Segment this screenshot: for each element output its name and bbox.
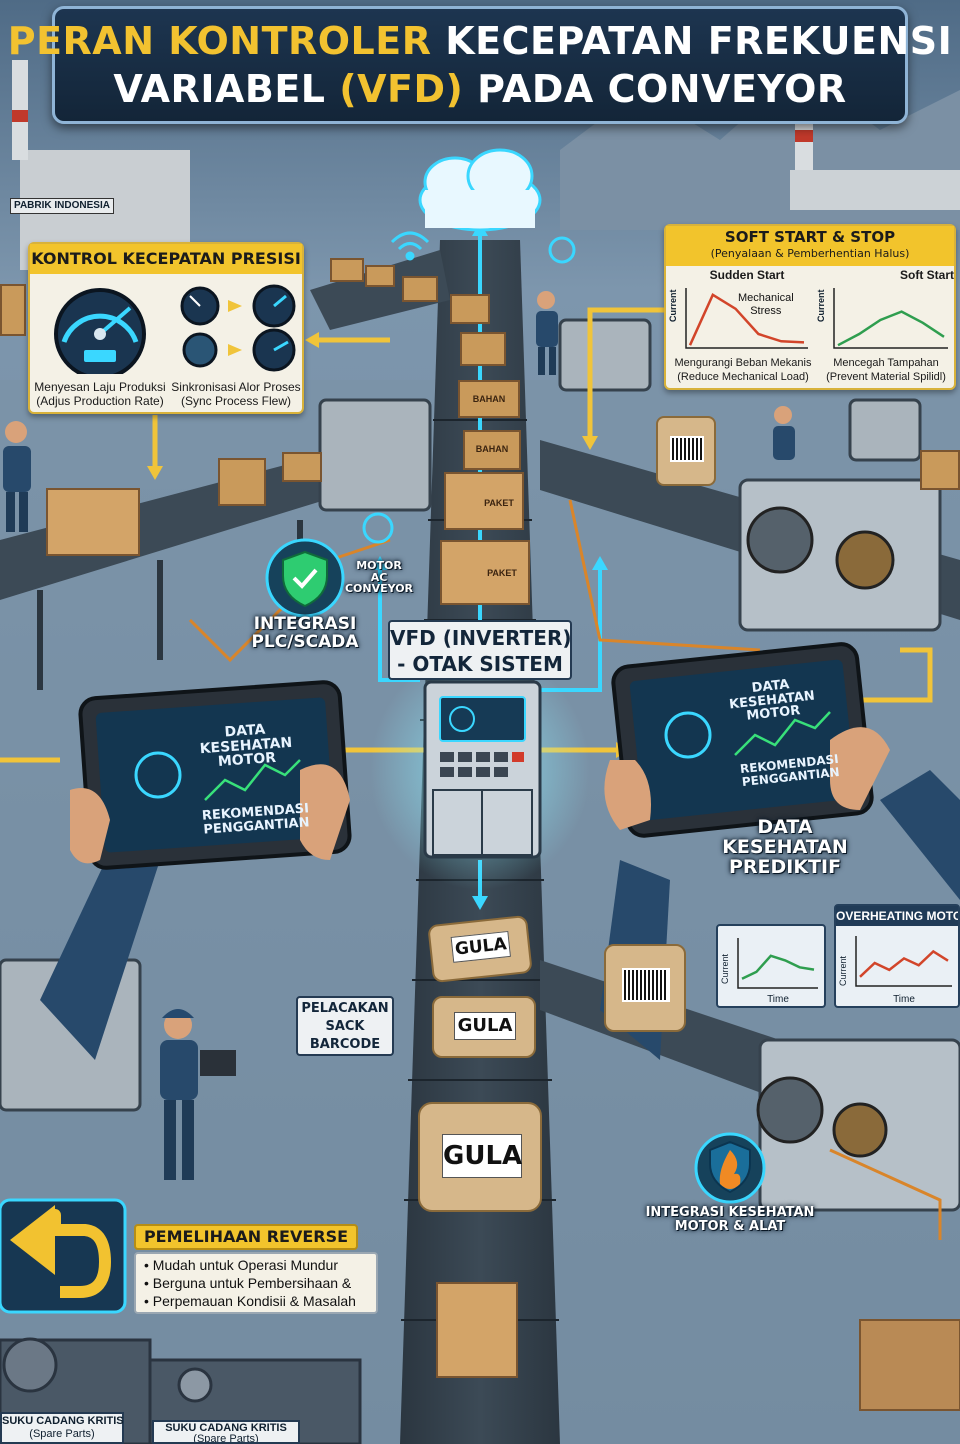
- cardboard-box: [218, 458, 266, 506]
- soft-start-panel: SOFT START & STOP (Penyalaan & Pemberhen…: [664, 224, 956, 390]
- overheating-title: OVERHEATING MOTOR: [836, 906, 958, 926]
- overheating-chart: OVERHEATING MOTOR Current Time: [834, 904, 960, 1008]
- barcode-tracking-label: PELACAKAN SACK BARCODE: [296, 996, 394, 1056]
- cardboard-box: PAKET: [440, 540, 530, 605]
- reverse-arrow-icon: [0, 1198, 127, 1314]
- sugar-sack: GULA: [427, 914, 533, 984]
- sugar-sack: GULA: [418, 1102, 542, 1212]
- barcode-sack: [656, 416, 716, 486]
- overheating-plot: [855, 936, 952, 987]
- sugar-sack: GULA: [432, 996, 536, 1058]
- cardboard-box: [920, 450, 960, 490]
- title-line-2: VARIABEL (VFD) PADA CONVEYOR: [113, 67, 847, 111]
- shield-check-icon: [265, 538, 345, 618]
- spare-parts-label: SUKU CADANG KRITIS (Spare Parts): [152, 1420, 300, 1444]
- vfd-inverter-cabinet: [423, 680, 542, 859]
- sudden-start-title: Sudden Start: [709, 268, 785, 282]
- cardboard-box: [450, 294, 490, 324]
- current-time-chart: Current Time: [716, 924, 826, 1008]
- chart-axes: [737, 938, 818, 989]
- reverse-item: Mudah untuk Operasi Mundur: [144, 1256, 368, 1274]
- chart-axes: [855, 936, 952, 987]
- right-chart-axis: Current: [816, 289, 826, 322]
- soft-right-caption: Mencegah Tampahan (Prevent Material Spil…: [826, 357, 946, 383]
- mechanical-stress-annotation: Mechanical Stress: [738, 292, 794, 317]
- soft-start-title: Soft Start: [900, 268, 954, 282]
- factory-sign: PABRIK INDONESIA: [10, 198, 114, 214]
- worker-technician: [160, 1009, 236, 1180]
- title-line-1: PERAN KONTROLER KECEPATAN FREKUENSI: [7, 19, 953, 63]
- barcode-icon: [670, 436, 704, 462]
- plc-scada-label: INTEGRASI PLC/SCADA: [251, 614, 359, 652]
- chart-series-line: [688, 292, 805, 346]
- speed-right-caption: Sinkronisasi Alor Proses (Sync Process F…: [171, 380, 301, 408]
- wifi-icon: [390, 231, 430, 261]
- cardboard-box: [46, 488, 140, 556]
- soft-left-caption: Mengurangi Beban Mekanis (Reduce Mechani…: [674, 357, 812, 383]
- speed-panel-title: KONTROL KECEPATAN PRESISI: [30, 244, 302, 274]
- motor-health-integration-label: INTEGRASI KESEHATAN MOTOR & ALAT: [645, 1205, 815, 1234]
- reverse-item: Berguna untuk Pembersihaan &: [144, 1274, 368, 1292]
- barcode-icon: [622, 968, 670, 1002]
- reverse-item: Perpemauan Kondisii & Masalah: [144, 1292, 368, 1310]
- soft-start-chart: [833, 288, 948, 349]
- current-time-plot: [737, 938, 818, 989]
- left-chart-axis: Current: [668, 289, 678, 322]
- reverse-panel-list: Mudah untuk Operasi Mundur Berguna untuk…: [134, 1252, 378, 1314]
- cloud-icon: [418, 148, 542, 232]
- chart-series-line: [859, 949, 949, 978]
- chart-series-line: [741, 954, 815, 980]
- soft-panel-subtitle: (Penyalaan & Pemberhentian Halus): [710, 247, 910, 260]
- cardboard-box: BAHAN: [463, 430, 521, 470]
- barcode-sack: [604, 944, 686, 1032]
- gauge-icon: [180, 284, 296, 372]
- spare-parts-label: SUKU CADANG KRITIS (Spare Parts): [0, 1412, 124, 1444]
- cardboard-box: BAHAN: [458, 380, 520, 418]
- vfd-inverter-label: VFD (INVERTER) - OTAK SISTEM: [388, 620, 572, 680]
- title-banner: PERAN KONTROLER KECEPATAN FREKUENSI VARI…: [8, 6, 952, 124]
- cardboard-box: [436, 1282, 518, 1378]
- sudden-start-chart: [685, 288, 808, 349]
- left-tablet-device: [40, 680, 352, 1060]
- chart-axes: [685, 288, 808, 349]
- cardboard-box: [0, 284, 26, 336]
- flame-shield-icon: [694, 1132, 766, 1204]
- chart-series-line: [837, 310, 945, 347]
- reverse-panel-title: PEMELIHAAN REVERSE: [134, 1224, 358, 1250]
- speed-left-caption: Menyesan Laju Produksi (Adjus Production…: [34, 380, 166, 408]
- speedometer-icon: [54, 288, 146, 374]
- cardboard-box: [365, 265, 395, 287]
- cardboard-box: [330, 258, 364, 282]
- chart-axes: [833, 288, 948, 349]
- left-tablet-title: DATA KESEHATAN MOTOR: [199, 721, 293, 771]
- cardboard-box: [282, 452, 322, 482]
- motor-conveyor-label: MOTOR AC CONVEYOR: [344, 559, 414, 596]
- cardboard-box: PAKET: [444, 472, 524, 530]
- predictive-data-label: DATA KESEHATAN PREDIKTIF: [722, 816, 848, 878]
- soft-panel-title: SOFT START & STOP: [724, 228, 896, 246]
- cardboard-box: [402, 276, 438, 302]
- speed-control-panel: KONTROL KECEPATAN PRESISI Menyesan Laju …: [28, 242, 304, 414]
- cardboard-box: [460, 332, 506, 366]
- right-tablet-device: [600, 642, 960, 1060]
